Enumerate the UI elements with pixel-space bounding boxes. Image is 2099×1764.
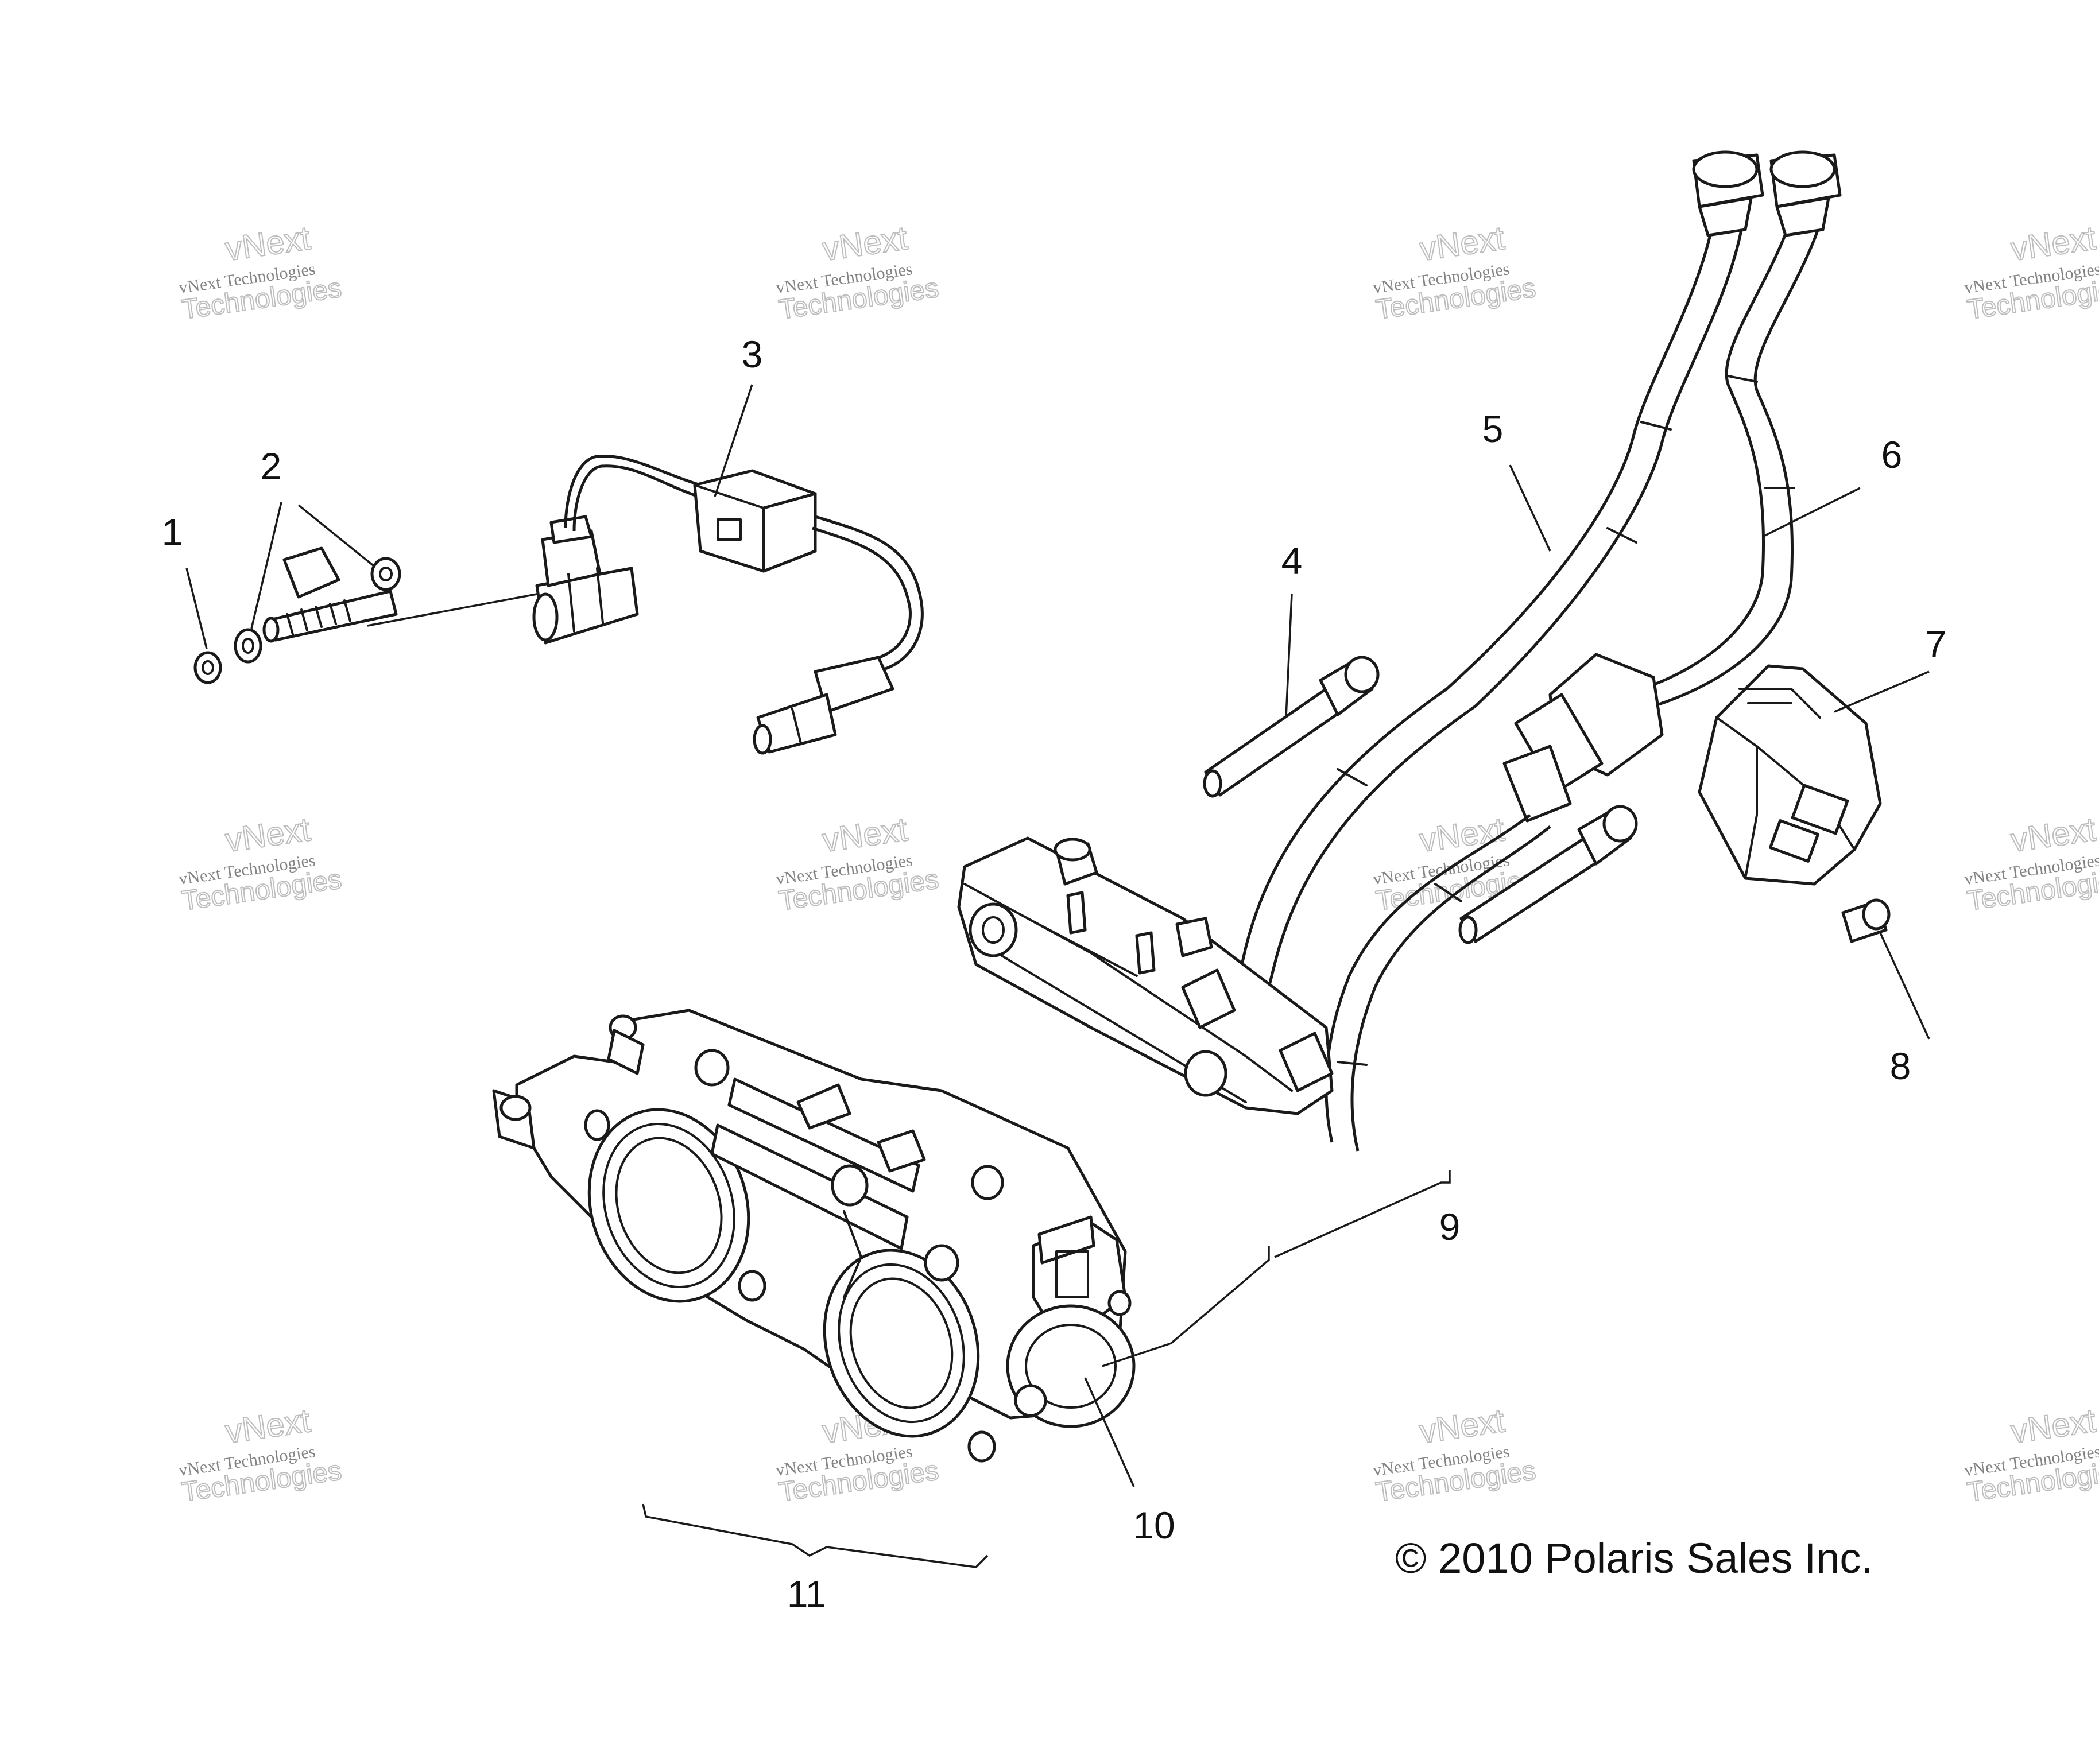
svg-text:vNext: vNext	[223, 811, 313, 859]
callout-2: 2	[261, 445, 282, 487]
part-9-fuel-rail[interactable]	[957, 836, 1334, 1115]
part-10-tps-sensor[interactable]	[1006, 1215, 1136, 1428]
leader-lines	[185, 384, 1930, 1568]
callout-11: 11	[787, 1573, 827, 1615]
callout-6: 6	[1881, 433, 1903, 476]
part-3-injector-harness[interactable]	[532, 455, 924, 755]
part-11-throttle-body[interactable]	[492, 1009, 1127, 1463]
part-1-oring[interactable]	[193, 651, 222, 684]
part-6-fuel-line[interactable]	[1325, 150, 1842, 1152]
part-8-screw[interactable]	[1841, 898, 1891, 943]
svg-text:vNext: vNext	[2009, 1402, 2098, 1451]
callout-4: 4	[1281, 540, 1303, 582]
watermark: vNext Technologies vNext Technologies	[774, 810, 941, 917]
part-2-oring-upper[interactable]	[370, 557, 401, 591]
svg-text:vNext: vNext	[1418, 219, 1507, 268]
fuel-injector-loose[interactable]	[262, 546, 398, 643]
callout-labels: 1 2 3 4 5 6 7 8 9 10 11	[162, 333, 1947, 1615]
svg-text:vNext: vNext	[223, 219, 313, 268]
svg-text:vNext: vNext	[223, 1402, 313, 1451]
watermark: vNext Technologies vNext Technologies	[1372, 1401, 1538, 1509]
callout-1: 1	[162, 511, 183, 553]
watermark: vNext Technologies vNext Technologies	[1963, 219, 2099, 326]
watermark: vNext Technologies vNext Technologies	[1372, 219, 1538, 326]
callout-5: 5	[1482, 408, 1504, 450]
watermark: vNext Technologies vNext Technologies	[177, 1401, 344, 1509]
watermark: vNext Technologies vNext Technologies	[177, 219, 344, 326]
svg-text:vNext: vNext	[820, 219, 910, 268]
callout-7: 7	[1926, 623, 1947, 665]
svg-text:vNext: vNext	[1418, 1402, 1507, 1451]
part-4-bolt[interactable]	[1203, 656, 1380, 798]
callout-9: 9	[1439, 1205, 1461, 1248]
callout-8: 8	[1890, 1045, 1911, 1087]
part-5-fuel-line[interactable]	[1227, 150, 1764, 1034]
watermark: vNext Technologies vNext Technologies	[1963, 810, 2099, 917]
watermark: vNext Technologies vNext Technologies	[774, 219, 941, 326]
watermark: vNext Technologies vNext Technologies	[1963, 1401, 2099, 1509]
part-7-bracket[interactable]	[1698, 664, 1882, 886]
svg-text:vNext: vNext	[1418, 811, 1507, 859]
svg-text:vNext: vNext	[2009, 811, 2098, 859]
part-4-bolt-second[interactable]	[1458, 805, 1638, 944]
copyright-text: © 2010 Polaris Sales Inc.	[1395, 1534, 1873, 1582]
callout-3: 3	[742, 333, 763, 375]
svg-text:vNext: vNext	[2009, 219, 2098, 268]
svg-text:vNext: vNext	[820, 811, 910, 859]
callout-10: 10	[1133, 1504, 1175, 1546]
watermark: vNext Technologies vNext Technologies	[177, 810, 344, 917]
part-2-oring-lower[interactable]	[234, 628, 262, 664]
explode-line	[367, 593, 537, 627]
